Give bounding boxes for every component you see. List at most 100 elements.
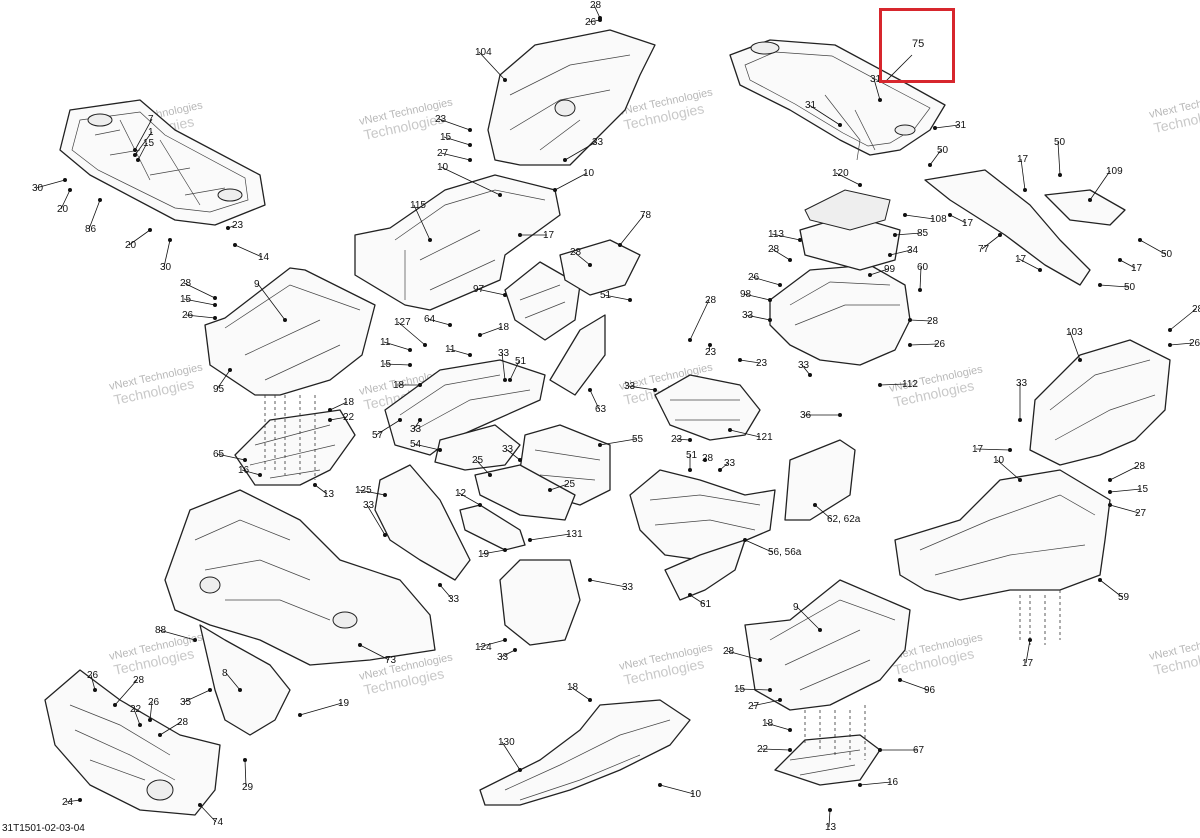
leader-line	[128, 229, 151, 246]
fastener-bolt	[98, 198, 102, 202]
callout-number: 7	[148, 114, 154, 125]
fender-103	[1029, 339, 1171, 466]
callout-number: 17	[1131, 263, 1143, 274]
callout-number: 18	[498, 322, 510, 333]
fastener-bolt	[768, 298, 772, 302]
fastener-bolt	[1018, 418, 1022, 422]
leader-line	[438, 118, 471, 131]
fastener-bolt	[518, 458, 522, 462]
fastener-bolt	[423, 343, 427, 347]
fastener-bolt	[258, 473, 262, 477]
callout-number: 33	[624, 381, 636, 392]
fastener-bolt	[503, 548, 507, 552]
fastener-bolt	[383, 533, 387, 537]
leader-line	[801, 364, 811, 376]
panel-125	[374, 464, 471, 581]
leader-line	[627, 385, 656, 391]
callout-number: 86	[85, 224, 97, 235]
fastener-bolt	[283, 318, 287, 322]
callout-number: 88	[155, 625, 167, 636]
fastener-bolt	[408, 363, 412, 367]
fastener-bolt	[243, 758, 247, 762]
lid-34	[799, 189, 901, 271]
leader-line	[509, 360, 520, 381]
rear-footwell-96	[744, 579, 911, 711]
leader-line	[909, 343, 939, 346]
callout-number: 28	[1192, 304, 1200, 315]
leader-line	[413, 443, 441, 451]
leader-line	[225, 672, 241, 691]
callout-number: 67	[913, 745, 925, 756]
callout-number: 99	[884, 264, 896, 275]
fastener-bolt	[133, 148, 137, 152]
fastener-bolt	[198, 803, 202, 807]
callout-number: 22	[757, 744, 769, 755]
front-grille-74	[44, 669, 221, 816]
callout-number: 97	[473, 284, 485, 295]
leader-line	[159, 721, 182, 736]
fastener-bolt	[1098, 578, 1102, 582]
leader-line	[88, 199, 101, 230]
callout-number: 13	[825, 822, 837, 833]
fastener-bolt	[1098, 283, 1102, 287]
callout-number: 28	[927, 316, 939, 327]
callout-number: 15	[180, 294, 192, 305]
fastener-bolt	[513, 648, 517, 652]
fastener-bolt	[508, 378, 512, 382]
callout-number: 30	[160, 262, 172, 273]
fastener-bolt	[808, 373, 812, 377]
callout-number: 61	[700, 599, 712, 610]
fastener-bolt	[1058, 173, 1062, 177]
callout-number: 51	[686, 450, 698, 461]
callout-number: 23	[435, 114, 447, 125]
callout-number: 15	[440, 132, 452, 143]
leader-line	[134, 131, 153, 156]
leader-line	[1109, 488, 1142, 493]
fastener-bolt	[428, 238, 432, 242]
callout-number: 19	[338, 698, 350, 709]
fastener-bolt	[1018, 478, 1022, 482]
leader-line	[689, 594, 705, 605]
leader-line	[894, 232, 922, 236]
panel-61	[664, 539, 746, 601]
callout-number: 108	[930, 214, 947, 225]
leader-line	[744, 539, 773, 553]
fastener-bolt	[818, 628, 822, 632]
callout-number: 22	[130, 704, 142, 715]
leader-line	[689, 299, 710, 341]
callout-number: 33	[410, 424, 422, 435]
callout-number: 22	[343, 412, 355, 423]
leader-line	[163, 239, 171, 268]
callout-number: 30	[32, 183, 44, 194]
callout-number: 17	[1015, 254, 1027, 265]
fastener-bolt	[878, 98, 882, 102]
callout-number: 28	[590, 0, 602, 11]
leader-line	[375, 419, 401, 436]
callout-number: 51	[515, 356, 527, 367]
fastener-bolt	[328, 408, 332, 412]
leader-line	[899, 679, 929, 691]
panel-124	[499, 559, 581, 646]
leader-line	[366, 504, 386, 536]
leader-line	[1069, 331, 1081, 361]
callout-number: 121	[756, 432, 773, 443]
panel-62	[784, 439, 856, 521]
fastener-bolt	[213, 303, 217, 307]
leader-line	[737, 688, 771, 691]
leader-line	[765, 722, 791, 731]
callout-number: 10	[437, 162, 449, 173]
fastener-bolt	[138, 723, 142, 727]
callout-number: 14	[258, 252, 270, 263]
leader-line	[904, 214, 935, 220]
fastener-bolt	[743, 538, 747, 542]
callout-number: 8	[222, 668, 228, 679]
fastener-bolt	[758, 658, 762, 662]
fastener-markers	[63, 16, 1172, 812]
fastener-bolt	[1088, 198, 1092, 202]
callout-number: 115	[410, 200, 426, 211]
callout-number: 33	[363, 500, 375, 511]
leader-line	[1109, 504, 1140, 514]
highlighted-callout-box	[879, 8, 955, 83]
leader-line	[726, 650, 761, 661]
callout-number: 33	[798, 360, 810, 371]
